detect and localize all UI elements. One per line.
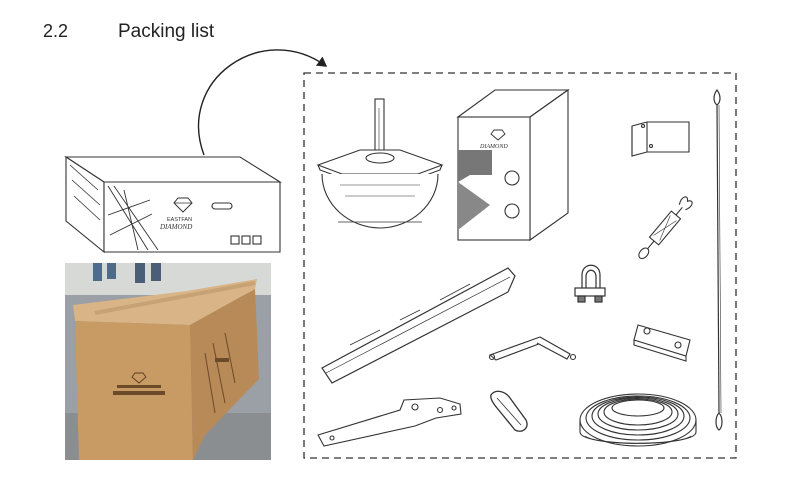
carton-brand-line1: EASTFAN xyxy=(167,217,192,223)
carton-photo-image xyxy=(65,263,271,460)
blade-mount-plate-drawing xyxy=(317,397,462,447)
control-box-drawing xyxy=(456,88,570,242)
mounting-bracket-drawing xyxy=(631,121,690,157)
pointer-arrow xyxy=(197,49,328,156)
section-title: Packing list xyxy=(118,21,215,42)
safety-arm-drawing xyxy=(488,336,577,361)
control-box-brand: DIAMOND xyxy=(479,144,508,150)
carton-brand-line2: DIAMOND xyxy=(159,223,192,231)
fan-motor-hub-drawing xyxy=(316,98,444,229)
link-plate-drawing xyxy=(633,324,691,362)
blade-drawing xyxy=(321,267,516,384)
tension-cable-drawing xyxy=(713,89,723,431)
u-bolt-clamp-drawing xyxy=(574,264,606,303)
shipping-carton-drawing xyxy=(64,155,282,254)
turnbuckle-drawing xyxy=(638,196,693,260)
cable-coil-drawing xyxy=(579,393,697,447)
section-number: 2.2 xyxy=(43,21,69,41)
carton-photo xyxy=(65,263,271,460)
parts-frame xyxy=(303,72,737,459)
cable-link-drawing xyxy=(490,390,528,432)
